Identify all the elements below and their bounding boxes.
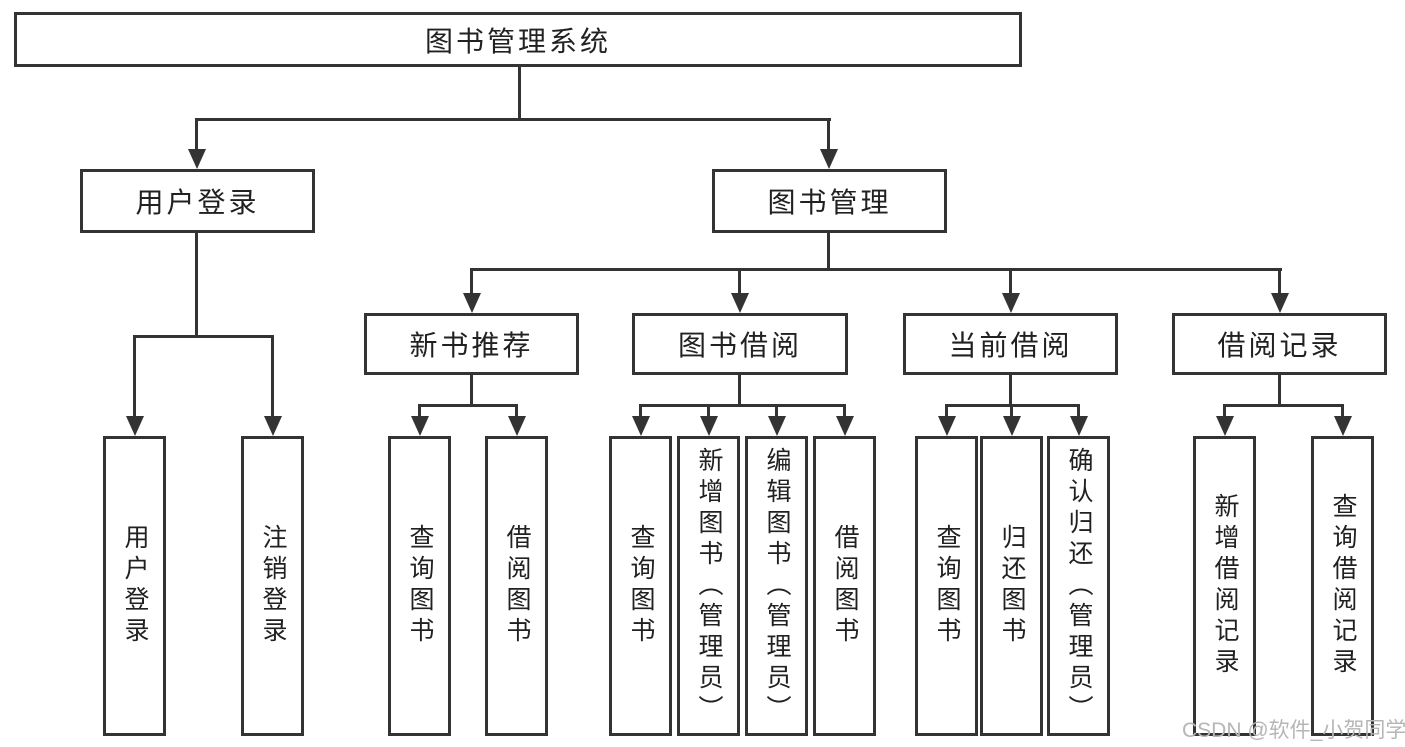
arrow-down-icon <box>264 416 282 436</box>
node-current-borrowing: 当前借阅 <box>903 313 1118 375</box>
connector-vline <box>271 335 274 418</box>
arrow-down-icon <box>126 416 144 436</box>
connector-vline <box>775 404 778 418</box>
node-borrow-books: 借阅图书 <box>813 436 876 736</box>
connector-hline <box>639 404 846 407</box>
node-return-books: 归还图书 <box>980 436 1043 736</box>
node-label: 借阅图书 <box>503 524 531 648</box>
arrow-down-icon <box>1070 416 1088 436</box>
node-user-login-leaf: 用户登录 <box>103 436 166 736</box>
node-label: 图书管理系统 <box>424 25 611 57</box>
node-query-borrow-record: 查询借阅记录 <box>1311 436 1374 736</box>
node-label: 新书推荐 <box>409 330 534 361</box>
node-label: 借阅记录 <box>1217 330 1342 361</box>
connector-vline <box>195 118 198 151</box>
connector-hline <box>418 404 518 407</box>
node-library-management-system: 图书管理系统 <box>14 12 1022 67</box>
connector-vline <box>639 404 642 418</box>
node-label: 编辑图书（管理员） <box>763 446 791 726</box>
connector-vline <box>1341 404 1344 418</box>
node-query-books-borrow: 查询图书 <box>609 436 672 736</box>
connector-book-management-stem <box>827 233 830 270</box>
node-new-book-recommendation: 新书推荐 <box>364 313 579 375</box>
connector-root-stem <box>518 67 521 121</box>
node-query-books-recommend: 查询图书 <box>388 436 451 736</box>
node-label: 注销登录 <box>259 524 287 648</box>
arrow-down-icon <box>731 293 749 313</box>
connector-vline <box>470 375 473 407</box>
connector-user-login-split <box>133 335 274 338</box>
arrow-down-icon <box>1271 293 1289 313</box>
connector-hline <box>1223 404 1344 407</box>
node-book-management: 图书管理 <box>712 169 947 233</box>
connector-vline <box>1009 375 1012 407</box>
connector-vline <box>1223 404 1226 418</box>
node-label: 用户登录 <box>121 524 149 648</box>
connector-vline <box>738 268 741 296</box>
arrow-down-icon <box>768 416 786 436</box>
node-label: 查询图书 <box>933 524 961 648</box>
connector-book-management-split <box>470 268 1282 271</box>
node-add-borrow-record: 新增借阅记录 <box>1193 436 1256 736</box>
node-confirm-return-admin: 确认归还（管理员） <box>1047 436 1110 736</box>
arrow-down-icon <box>188 149 206 169</box>
node-label: 查询图书 <box>627 524 655 648</box>
node-query-books-current: 查询图书 <box>915 436 978 736</box>
node-user-login: 用户登录 <box>80 169 315 233</box>
node-borrowing-records: 借阅记录 <box>1172 313 1387 375</box>
node-label: 用户登录 <box>135 187 260 218</box>
node-label: 图书借阅 <box>677 330 802 361</box>
connector-vline <box>515 404 518 418</box>
arrow-down-icon <box>820 149 838 169</box>
arrow-down-icon <box>938 416 956 436</box>
node-label: 归还图书 <box>998 524 1026 648</box>
node-borrow-books-recommend: 借阅图书 <box>485 436 548 736</box>
node-label: 查询借阅记录 <box>1329 493 1357 679</box>
node-label: 新增借阅记录 <box>1211 493 1239 679</box>
csdn-watermark: CSDN @软件_小贺同学 <box>1182 719 1405 742</box>
node-label: 借阅图书 <box>831 524 859 648</box>
node-label: 新增图书（管理员） <box>695 446 723 726</box>
node-label: 当前借阅 <box>948 330 1073 361</box>
connector-vline <box>707 404 710 418</box>
node-label: 图书管理 <box>767 187 892 218</box>
node-book-borrowing: 图书借阅 <box>632 313 848 375</box>
connector-vline <box>1278 375 1281 407</box>
connector-vline <box>133 335 136 418</box>
arrow-down-icon <box>632 416 650 436</box>
connector-vline <box>470 268 473 296</box>
connector-vline <box>945 404 948 418</box>
node-edit-books-admin: 编辑图书（管理员） <box>745 436 808 736</box>
connector-vline <box>827 118 830 151</box>
arrow-down-icon <box>1216 416 1234 436</box>
arrow-down-icon <box>836 416 854 436</box>
connector-vline <box>1009 268 1012 296</box>
arrow-down-icon <box>508 416 526 436</box>
arrow-down-icon <box>1334 416 1352 436</box>
connector-level1-split <box>196 118 831 121</box>
connector-vline <box>843 404 846 418</box>
arrow-down-icon <box>1003 416 1021 436</box>
arrow-down-icon <box>411 416 429 436</box>
connector-vline <box>1278 268 1281 296</box>
connector-vline <box>1077 404 1080 418</box>
connector-user-login-stem <box>195 233 198 337</box>
node-label: 确认归还（管理员） <box>1065 446 1093 726</box>
connector-vline <box>738 375 741 407</box>
node-label: 查询图书 <box>406 524 434 648</box>
arrow-down-icon <box>1002 293 1020 313</box>
arrow-down-icon <box>700 416 718 436</box>
connector-vline <box>1010 404 1013 418</box>
node-logout: 注销登录 <box>241 436 304 736</box>
arrow-down-icon <box>463 293 481 313</box>
connector-vline <box>418 404 421 418</box>
node-add-books-admin: 新增图书（管理员） <box>677 436 740 736</box>
